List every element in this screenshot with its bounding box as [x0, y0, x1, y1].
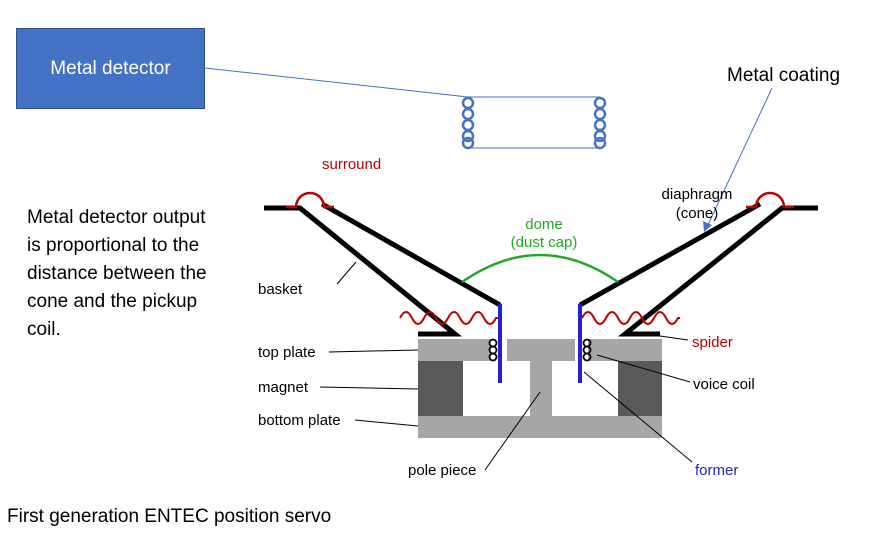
pickup-coil [461, 96, 607, 150]
label-bottom-plate: bottom plate [258, 412, 341, 429]
side-note: Metal detector output is proportional to… [27, 207, 207, 340]
basket-and-cone [264, 201, 818, 337]
label-basket: basket [258, 281, 303, 298]
magnet-assembly [418, 339, 662, 438]
detector-connector-line [204, 67, 469, 98]
magnet-right [618, 361, 662, 416]
metal-detector-box: Metal detector [16, 28, 205, 109]
label-dust-cap: (dust cap) [511, 234, 578, 251]
label-pole-piece: pole piece [408, 462, 476, 479]
metal-coating-label: Metal coating [727, 65, 841, 86]
voice-coil [488, 338, 592, 362]
label-top-plate: top plate [258, 344, 316, 361]
label-dome: dome [525, 216, 563, 233]
label-voice-coil: voice coil [693, 376, 755, 393]
caption: First generation ENTEC position servo [7, 506, 332, 527]
pole-stem [530, 361, 552, 417]
metal-coating-arrow [703, 87, 773, 232]
label-diaphragm: diaphragm [662, 186, 733, 203]
bottom-plate [418, 416, 662, 438]
label-magnet: magnet [258, 379, 309, 396]
spider [399, 311, 680, 325]
dome [461, 253, 619, 284]
label-former: former [695, 462, 738, 479]
magnet-left [418, 361, 463, 416]
surround [286, 191, 794, 209]
label-surround: surround [322, 156, 381, 173]
top-plate-right [588, 339, 662, 361]
top-plate-left [418, 339, 490, 361]
former [498, 304, 582, 383]
label-cone: (cone) [676, 205, 719, 222]
label-spider: spider [692, 334, 733, 351]
pole-top [507, 339, 575, 361]
leader-lines [319, 261, 693, 471]
metal-detector-label: Metal detector [50, 57, 171, 79]
